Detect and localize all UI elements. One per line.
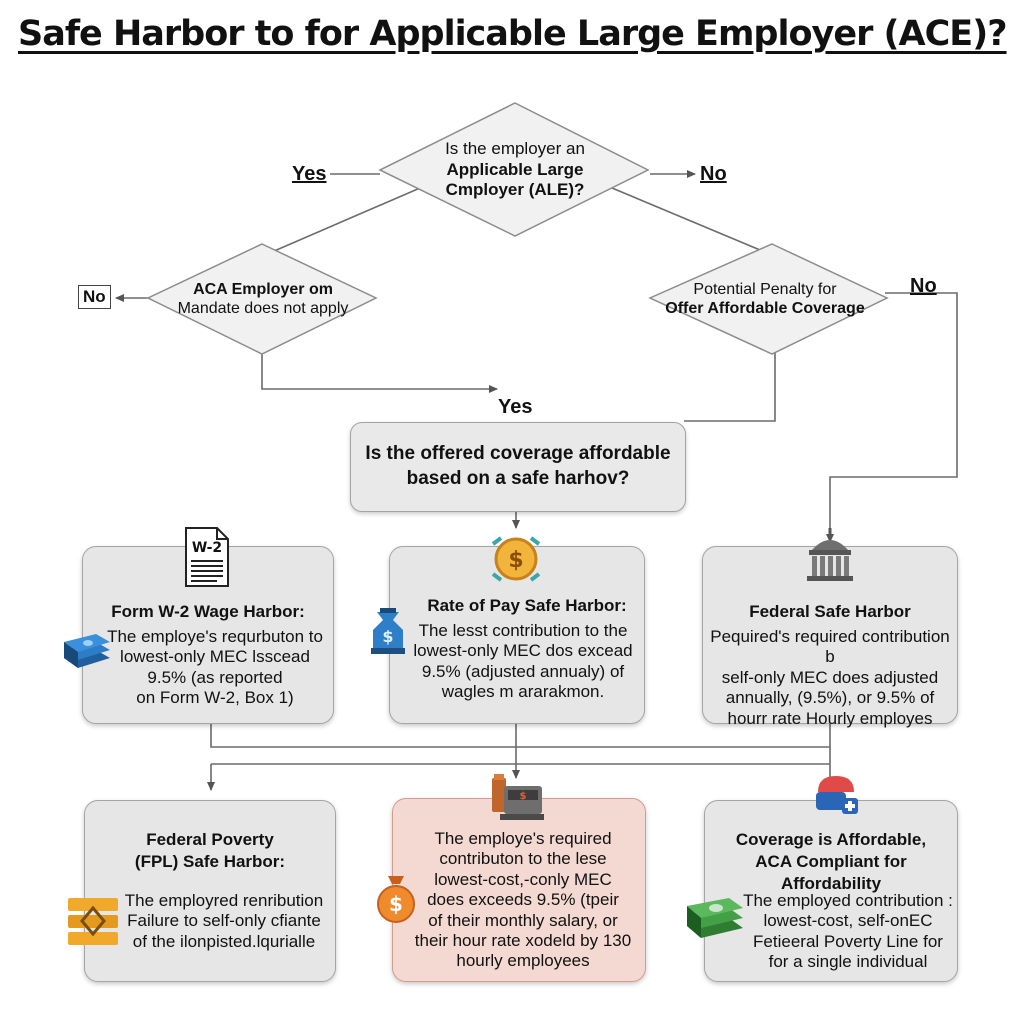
top-decision-diamond	[378, 102, 650, 237]
right-decision-diamond	[648, 243, 889, 355]
dollar-coin-icon: $	[487, 534, 545, 584]
card-title: Rate of Pay Safe Harbor:	[427, 596, 627, 615]
card-body: The employred renribution Failure to sel…	[124, 891, 324, 951]
government-building-icon	[804, 526, 856, 586]
federal-safe-harbor-card: Federal Safe Harbor Pequired's required …	[702, 546, 958, 728]
money-stack-icon	[60, 628, 112, 672]
gold-bars-icon	[66, 896, 120, 948]
card-title: Federal Poverty (FPL) Safe Harbor:	[134, 830, 286, 872]
svg-text:$: $	[520, 791, 527, 802]
w2-doc-label: W-2	[191, 540, 223, 556]
dollar-bag-icon: $	[372, 872, 420, 924]
right-decision-text: Potential Penalty for Offer Affordable C…	[665, 280, 865, 317]
coverage-affordable-card: Coverage is Affordable, ACA Compliant fo…	[704, 800, 958, 982]
yes-mid-label: Yes	[498, 396, 533, 418]
yes-top-label: Yes	[292, 163, 327, 185]
card-title: Form W-2 Wage Harbor:	[111, 602, 305, 621]
card-body: Pequired's required contribution b self-…	[710, 627, 950, 728]
no-right-label: No	[910, 275, 937, 297]
card-body: The employed contribution : lowest-cost,…	[743, 891, 953, 972]
no-top-label: No	[700, 163, 727, 185]
left-decision-diamond	[146, 243, 378, 355]
required-contribution-card: The employe's required contributon to th…	[392, 798, 646, 982]
left-decision-text: ACA Employer om Mandate does not apply	[177, 280, 349, 317]
cash-bundle-icon	[683, 890, 747, 946]
top-decision-text: Is the employer an Applicable Large Cmpl…	[445, 139, 585, 200]
fpl-safe-harbor-card: Federal Poverty (FPL) Safe Harbor: The e…	[84, 800, 336, 982]
cash-register-icon: $	[490, 772, 546, 822]
svg-text:$: $	[508, 548, 523, 573]
w2-document-icon: W-2	[183, 526, 231, 588]
affordability-question-box: Is the offered coverage affordable based…	[350, 422, 686, 512]
card-title: Federal Safe Harbor	[749, 602, 911, 621]
card-body: The employe's required contributon to th…	[414, 829, 632, 971]
svg-text:$: $	[389, 892, 403, 916]
card-title: Coverage is Affordable, ACA Compliant fo…	[735, 830, 927, 894]
money-bag-icon: $	[367, 604, 409, 656]
w2-wage-harbor-card: Form W-2 Wage Harbor: The employe's requ…	[82, 546, 334, 724]
svg-text:$: $	[382, 627, 393, 646]
card-body: The employe's requrbuton to lowest-only …	[107, 627, 323, 708]
no-left-label: No	[78, 285, 111, 309]
medical-cross-icon	[812, 772, 862, 822]
card-body: The lesst contribution to the lowest-onl…	[413, 621, 633, 702]
page-title: Safe Harbor to for Applicable Large Empl…	[18, 14, 1008, 54]
